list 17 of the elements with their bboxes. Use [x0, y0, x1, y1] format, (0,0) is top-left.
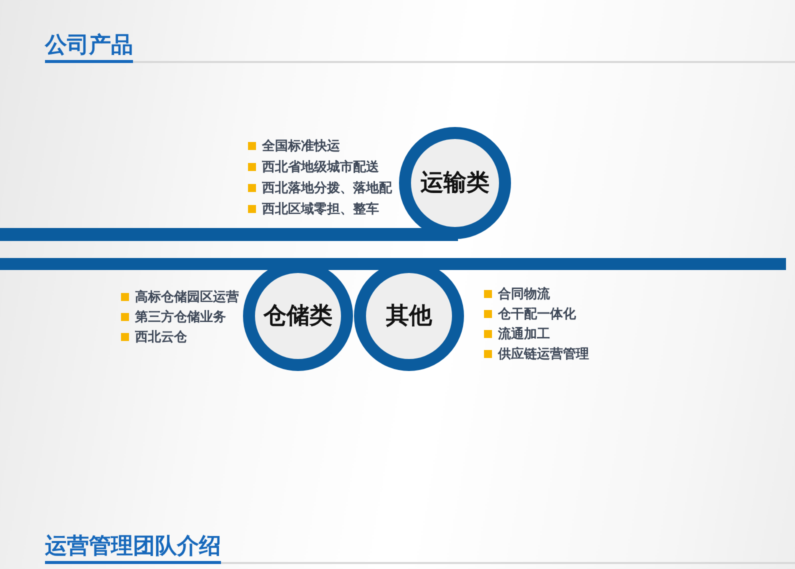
list-item: 流通加工: [498, 326, 550, 343]
list-item: 西北区域零担、整车: [262, 200, 379, 218]
list-item: 供应链运营管理: [498, 346, 589, 363]
list-item: 仓干配一体化: [498, 306, 576, 323]
list-item: 全国标准快运: [262, 138, 340, 154]
category-label: 运输类: [420, 169, 490, 197]
list-item: 西北云仓: [135, 329, 187, 346]
list-item: 第三方仓储业务: [135, 308, 226, 326]
category-label: 其他: [386, 302, 432, 330]
list-item: 西北省地级城市配送: [262, 158, 379, 176]
list-item: 合同物流: [498, 286, 550, 303]
section-heading: 运营管理团队介绍: [45, 534, 221, 564]
category-circle: [399, 127, 511, 239]
list-item: 高标仓储园区运营: [135, 288, 239, 306]
list-item: 西北落地分拨、落地配: [262, 180, 392, 196]
category-label: 仓储类: [264, 302, 332, 330]
page-title: 公司产品: [45, 33, 133, 63]
